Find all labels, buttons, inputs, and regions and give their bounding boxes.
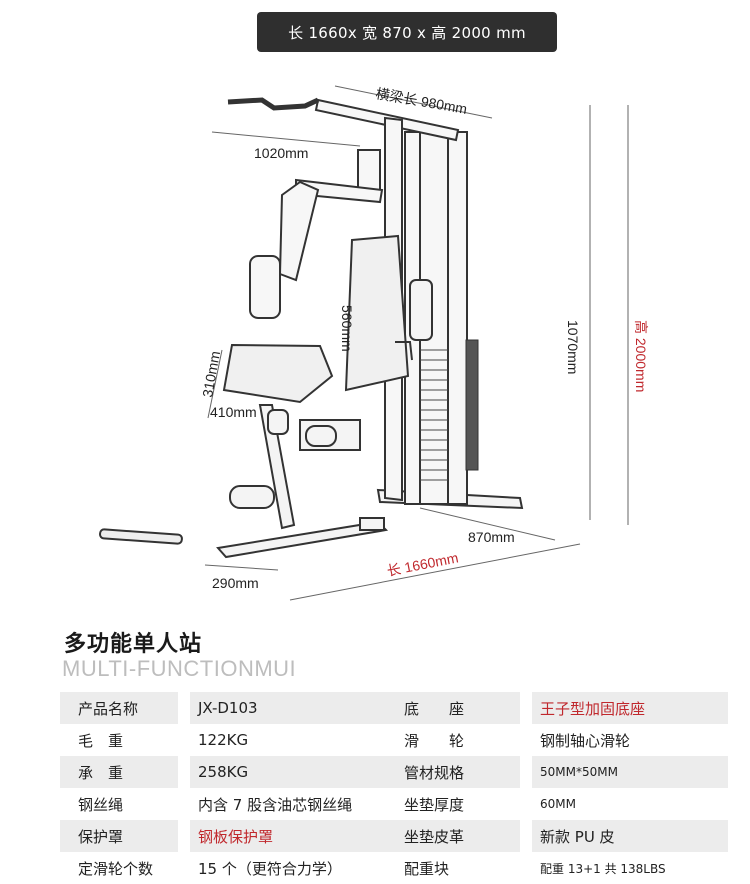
label-seat-depth: 310mm: [199, 350, 223, 399]
spec-row: 钢丝绳内含 7 股含油芯钢丝绳: [60, 788, 398, 820]
spec-key: 产品名称: [60, 692, 178, 724]
spec-row: 产品名称 JX-D103: [60, 692, 398, 724]
spec-table-right: 底 座王子型加固底座滑 轮钢制轴心滑轮管材规格 50MM*50MM 坐垫厚度 60MM…: [390, 692, 728, 884]
spec-value: 王子型加固底座: [532, 692, 728, 724]
label-seat-width: 410mm: [210, 404, 257, 420]
spec-key: 钢丝绳: [60, 788, 178, 820]
spec-key: 坐垫厚度: [390, 788, 520, 820]
spec-key: 保护罩: [60, 820, 178, 852]
spec-key: 定滑轮个数: [60, 852, 178, 884]
spec-key: 坐垫皮革: [390, 820, 520, 852]
spec-key: 毛 重: [60, 724, 178, 756]
label-frame-height: 1070mm: [565, 320, 581, 374]
spec-key: 滑 轮: [390, 724, 520, 756]
label-foot-rest: 290mm: [212, 575, 259, 591]
product-title-en: MULTI-FUNCTIONMUI: [62, 656, 297, 681]
spec-row: 坐垫厚度 60MM: [390, 788, 728, 820]
spec-key: 管材规格: [390, 756, 520, 788]
label-beam-length: 横梁长 980mm: [374, 85, 468, 117]
product-title-zh: 多功能单人站: [64, 632, 203, 657]
spec-row: 保护罩钢板保护罩: [60, 820, 398, 852]
spec-value: 122KG: [190, 724, 398, 756]
label-total-height: 高 2000mm: [633, 320, 649, 392]
spec-value: 配重 13+1 共 138LBS: [532, 852, 728, 884]
spec-key: 承 重: [60, 756, 178, 788]
spec-value: 50MM*50MM: [532, 756, 728, 788]
spec-value: 钢制轴心滑轮: [532, 724, 728, 756]
spec-row: 承 重 258KG: [60, 756, 398, 788]
spec-row: 配重块配重 13+1 共 138LBS: [390, 852, 728, 884]
spec-row: 坐垫皮革新款 PU 皮: [390, 820, 728, 852]
spec-key: 底 座: [390, 692, 520, 724]
label-backrest-height: 560mm: [339, 305, 355, 352]
spec-value: JX-D103: [190, 692, 398, 724]
spec-value: 钢板保护罩: [190, 820, 398, 852]
spec-value: 15 个（更符合力学）: [190, 852, 398, 884]
spec-value: 新款 PU 皮: [532, 820, 728, 852]
spec-key: 配重块: [390, 852, 520, 884]
dimensions-banner: 长 1660x 宽 870 x 高 2000 mm: [257, 12, 557, 52]
spec-value: 258KG: [190, 756, 398, 788]
spec-row: 底 座王子型加固底座: [390, 692, 728, 724]
spec-row: 管材规格 50MM*50MM: [390, 756, 728, 788]
label-base-width: 870mm: [468, 529, 515, 545]
label-bar-length: 1020mm: [254, 145, 308, 161]
spec-row: 毛 重 122KG: [60, 724, 398, 756]
gym-diagram: 横梁长 980mm 1020mm 560mm 310mm 410mm 1070m…: [0, 60, 750, 620]
spec-value: 60MM: [532, 788, 728, 820]
gym-machine-illustration: 横梁长 980mm 1020mm 560mm 310mm 410mm 1070m…: [99, 85, 649, 601]
spec-value: 内含 7 股含油芯钢丝绳: [190, 788, 398, 820]
spec-row: 定滑轮个数 15 个（更符合力学）: [60, 852, 398, 884]
spec-row: 滑 轮钢制轴心滑轮: [390, 724, 728, 756]
